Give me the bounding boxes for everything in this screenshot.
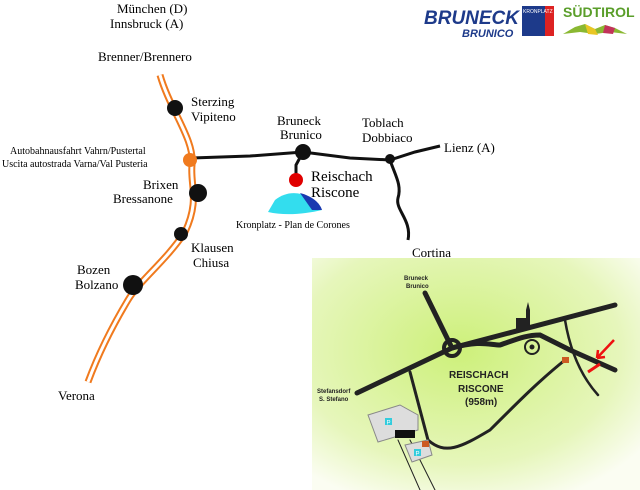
label-bruneck: Bruneck [277, 113, 322, 128]
bus-stop-icon [562, 357, 569, 363]
inset-label-brunico: Brunico [406, 284, 429, 290]
label-brixen: Brixen [143, 177, 179, 192]
label-lienz: Lienz (A) [444, 140, 495, 155]
suedtirol-logo: SÜDTIROL [563, 4, 635, 35]
exit-marker [183, 153, 197, 167]
inset-subtitle: RISCONE [458, 384, 504, 395]
bruneck-logo: BRUNECK BRUNICO KRONPLATZ [424, 6, 554, 40]
label-cortina: Cortina [412, 245, 451, 260]
altitude-label: (958m) [465, 397, 497, 408]
reischach-marker [289, 173, 303, 187]
label-bressanone: Bressanone [113, 191, 173, 206]
arrow-icon [595, 339, 615, 360]
inset-title: REISCHACH [449, 370, 508, 381]
label-brunico: Brunico [280, 127, 322, 142]
klausen-marker [174, 227, 188, 241]
label-chiusa: Chiusa [193, 255, 229, 270]
logo-kronplatz-text: KRONPLATZ [523, 9, 553, 15]
label-sterzing: Sterzing [191, 94, 235, 109]
label-klausen: Klausen [191, 240, 234, 255]
label-muenchen: München (D) [117, 1, 187, 16]
label-toblach: Toblach [362, 115, 404, 130]
bruneck-marker [295, 144, 311, 160]
label-riscone: Riscone [311, 185, 360, 201]
parking-icon [385, 418, 392, 425]
logo-suedtirol-text: SÜDTIROL [563, 4, 635, 20]
church-icon [516, 302, 530, 330]
logo-bruneck-text: BRUNECK [424, 8, 520, 29]
label-kronplatz: Kronplatz - Plan de Corones [236, 220, 350, 231]
label-verona: Verona [58, 388, 95, 403]
label-innsbruck: Innsbruck (A) [110, 16, 183, 31]
reischach-inset-map: P P Bruneck Brunico Stefansdorf S. Stefa… [312, 258, 640, 490]
bus-stop-icon [422, 441, 429, 447]
bozen-marker [123, 275, 143, 295]
toblach-marker [385, 154, 395, 164]
label-bolzano: Bolzano [75, 277, 118, 292]
label-vipiteno: Vipiteno [191, 109, 236, 124]
label-dobbiaco: Dobbiaco [362, 130, 413, 145]
parking-label: P [416, 452, 420, 458]
roundabout-icon [442, 338, 462, 358]
inset-label-stefansdorf: Stefansdorf [317, 389, 351, 395]
parking-label: P [387, 421, 391, 427]
logo-brunico-text: BRUNICO [462, 28, 514, 40]
label-bozen: Bozen [77, 262, 111, 277]
label-reischach: Reischach [311, 169, 373, 185]
label-exit-it: Uscita autostrada Varna/Val Pusteria [2, 159, 148, 170]
target-icon [524, 339, 540, 355]
sterzing-marker [167, 100, 183, 116]
inset-label-s-stefano: S. Stefano [319, 397, 349, 403]
parking-icon [414, 449, 421, 456]
label-brenner: Brenner/Brennero [98, 49, 192, 64]
lift-station-icon [395, 430, 415, 438]
brixen-marker [189, 184, 207, 202]
label-exit: Autobahnausfahrt Vahrn/Pustertal [10, 146, 146, 157]
inset-label-bruneck: Bruneck [404, 276, 429, 282]
